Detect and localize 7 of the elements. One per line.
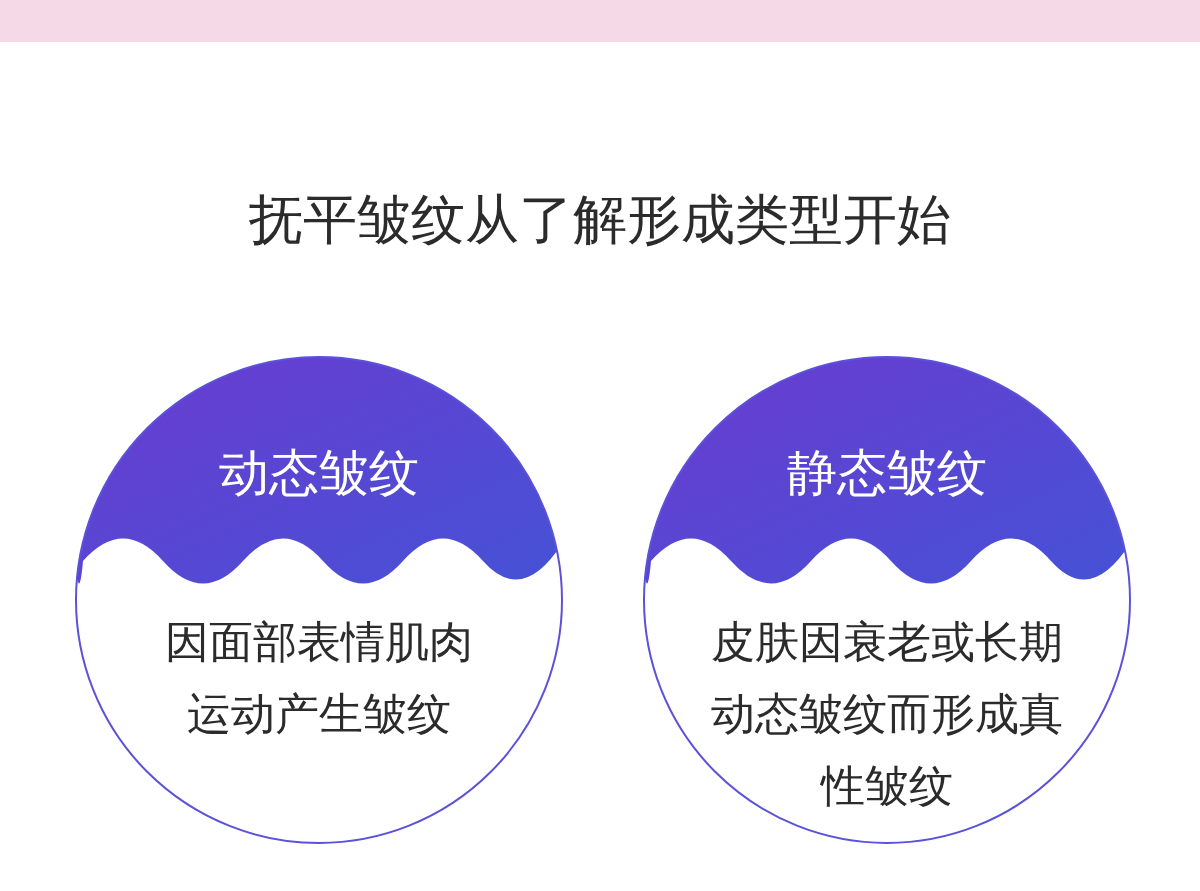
circle-card (75, 356, 563, 844)
heading: 动态皱纹 (218, 443, 420, 504)
description: 皮肤因衰老或长期动态皱纹而形成真性皱纹 (710, 615, 1064, 813)
circle-card (643, 356, 1131, 844)
heading: 静态皱纹 (786, 443, 988, 504)
title: 抚平皱纹从了解形成类型开始 (248, 187, 952, 253)
description: 因面部表情肌肉运动产生皱纹 (164, 615, 474, 741)
